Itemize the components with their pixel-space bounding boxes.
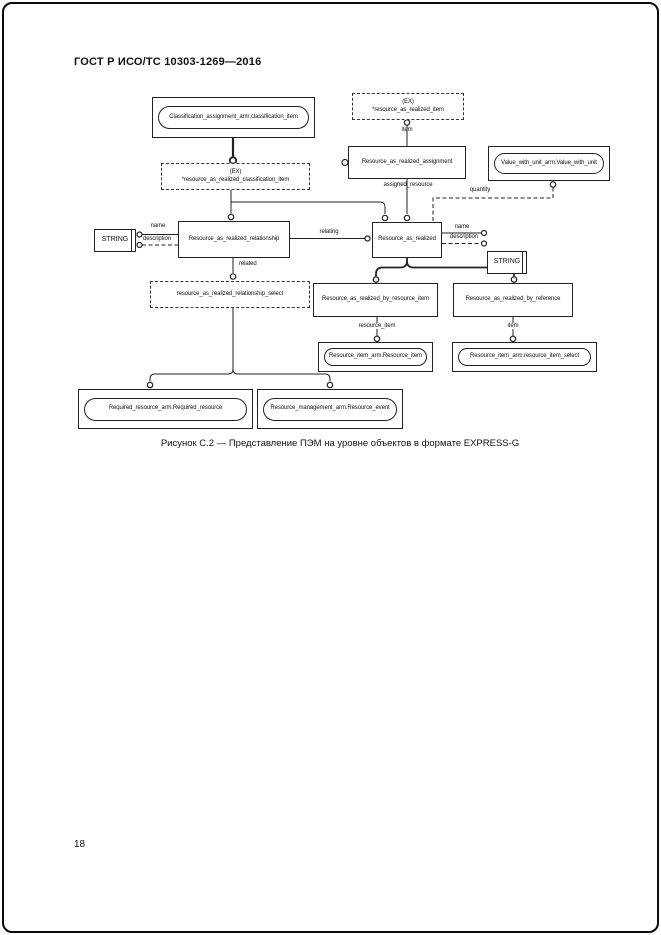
- node-item-select: (EX) *resource_as_realized_item: [352, 93, 464, 120]
- resource-item-ref-label: Resource_item_arm.Resource_item: [324, 348, 427, 366]
- edge-select-members: [227, 190, 389, 222]
- edge-label-name-right: name: [454, 224, 470, 230]
- edge-label-relating: relating: [319, 229, 339, 235]
- item-select-name: *resource_as_realized_item: [372, 106, 444, 113]
- node-relationship-select: resource_as_realized_relationship_select: [150, 281, 310, 308]
- edge-name-left: [136, 231, 178, 238]
- edge-label-item: item: [401, 127, 413, 133]
- edge-label-resource-item: resource_item: [345, 323, 409, 329]
- edge-description-left: [136, 241, 178, 249]
- edge-label-description-left: description: [143, 236, 171, 242]
- node-value-with-unit-ref: Value_with_unit_arm.Value_with_unit: [488, 146, 610, 181]
- edge-name-right: [442, 229, 488, 237]
- node-string-left: STRING: [94, 229, 136, 252]
- required-resource-ref-label: Required_resource_arm.Required_resource: [84, 397, 247, 421]
- node-by-reference: Resource_as_realized_by_reference: [453, 283, 573, 317]
- edge-label-description-right: description: [450, 234, 478, 240]
- classification-select-name: *resource_as_realized_classification_ite…: [181, 176, 290, 183]
- value-with-unit-ref-label: Value_with_unit_arm.Value_with_unit: [494, 153, 604, 174]
- edge-label-quantity: quantity: [469, 187, 491, 193]
- node-resource-event-ref: Resource_management_arm.Resource_event: [257, 389, 403, 429]
- figure-caption: Рисунок С.2 — Представление ПЭМ на уровн…: [160, 438, 520, 449]
- string-right-label: STRING: [493, 258, 521, 266]
- edge-label-name-left: name: [150, 223, 166, 229]
- edge-relating: [290, 235, 371, 242]
- edge-assigned-resource: [403, 179, 411, 222]
- node-string-right: STRING: [487, 251, 527, 274]
- string-left-label: STRING: [101, 236, 129, 244]
- edge-item: [403, 119, 411, 146]
- node-resource-item-ref: Resource_item_arm.Resource_item: [318, 342, 433, 372]
- edge-description-right: [442, 240, 488, 247]
- edge-classification-select: [228, 138, 238, 165]
- edge-related: [229, 258, 237, 280]
- page-number: 18: [74, 839, 86, 850]
- edge-label-item-right: item: [497, 323, 529, 329]
- defined-type-double-line: [522, 252, 523, 273]
- edge-quantity: [432, 181, 557, 221]
- resource-item-select-ref-label: Resource_item_arm.resource_item_select: [458, 348, 591, 366]
- classification-select-tag: (EX): [229, 169, 242, 175]
- edge-label-assigned-resource: assigned_resource: [383, 182, 433, 188]
- node-by-resource-item: Resource_as_realized_by_resource_item: [313, 283, 438, 317]
- defined-type-double-line: [131, 230, 132, 251]
- edge-label-related: related: [239, 261, 257, 267]
- edge-select-tree: [146, 308, 334, 389]
- edge-item-right: [509, 317, 517, 343]
- document-header: ГОСТ Р ИСО/ТС 10303-1269—2016: [74, 56, 262, 68]
- node-required-resource-ref: Required_resource_arm.Required_resource: [78, 389, 253, 429]
- item-select-tag: (EX): [402, 99, 414, 105]
- classification-item-ref-label: Classification_assignment_arm.classifica…: [158, 106, 309, 129]
- edge-resource-item: [373, 317, 381, 343]
- node-resource-as-realized: Resource_as_realized: [372, 222, 442, 258]
- node-resource-item-select-ref: Resource_item_arm.resource_item_select: [452, 342, 597, 372]
- node-relationship: Resource_as_realized_relationship: [178, 221, 290, 258]
- node-classification-select: (EX) *resource_as_realized_classificatio…: [161, 163, 310, 190]
- node-classification-item-ref: Classification_assignment_arm.classifica…: [152, 97, 315, 138]
- node-assignment: Resource_as_realized_assignment: [348, 146, 466, 179]
- resource-event-ref-label: Resource_management_arm.Resource_event: [263, 397, 397, 421]
